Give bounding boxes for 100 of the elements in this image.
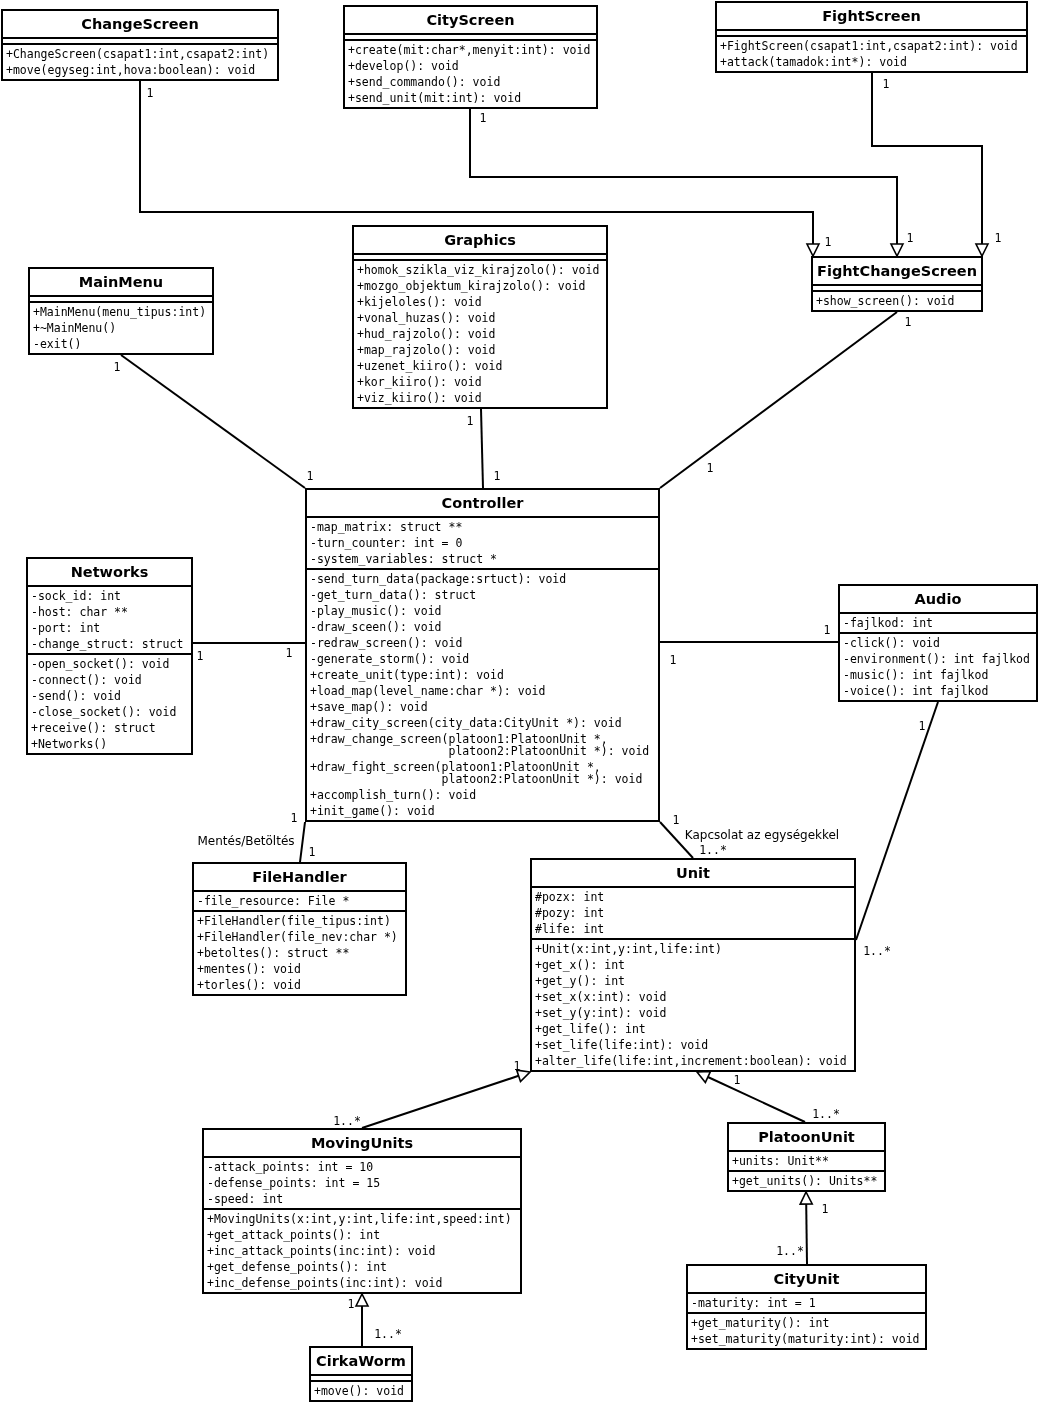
operation-text: +alter_life(life:int,increment:boolean): void [535, 1053, 847, 1069]
operation-text: +uzenet_kiiro(): void [357, 358, 503, 374]
operation-text: -connect(): void [31, 672, 142, 688]
operation-text: -send(): void [31, 688, 121, 704]
operations-compartment [345, 39, 596, 107]
association-line [192, 642, 306, 644]
association-line [659, 821, 694, 859]
multiplicity-label: 1..* [333, 1114, 361, 1128]
operations-compartment [840, 632, 1036, 700]
operation-text: +mozgo_objektum_kirajzolo(): void [357, 278, 586, 294]
inheritance-arrow [469, 108, 904, 257]
attribute-text: -maturity: int = 1 [691, 1295, 816, 1311]
attributes-compartment [194, 890, 405, 910]
association-line [480, 408, 484, 489]
multiplicity-label: 1 [882, 77, 890, 91]
operations-compartment [307, 568, 658, 820]
operation-text: +get_x(): int [535, 957, 625, 973]
edge-label: Kapcsolat az egységekkel [684, 828, 840, 842]
operations-compartment [3, 43, 277, 79]
class-name: CirkaWorm [315, 1352, 407, 1371]
class-box [715, 1, 1028, 73]
attribute-text: -fajlkod: int [843, 615, 933, 631]
association-line [299, 821, 306, 863]
attribute-text: -map_matrix: struct ** [310, 519, 463, 535]
class-name: CityScreen [425, 11, 516, 30]
operation-text: -exit() [33, 336, 82, 352]
multiplicity-label: 1 [672, 813, 680, 827]
operation-text: +save_map(): void [310, 699, 428, 715]
operation-text: +FileHandler(file_nev:char *) [197, 929, 398, 945]
multiplicity-label: 1..* [863, 944, 891, 958]
class-box [26, 557, 193, 755]
operation-text: +homok_szikla_viz_kirajzolo(): void [357, 262, 600, 278]
attributes-compartment [204, 1156, 520, 1208]
class-name: Controller [440, 494, 525, 513]
multiplicity-label: 1 [906, 231, 914, 245]
operation-text: +MainMenu(menu_tipus:int) [33, 304, 207, 320]
operation-text: +inc_attack_points(inc:int): void [207, 1243, 436, 1259]
operation-text: +show_screen(): void [816, 293, 955, 309]
operation-text: +move(egyseg:int,hova:boolean): void [6, 62, 256, 78]
multiplicity-label: 1 [308, 845, 316, 859]
operation-text: +accomplish_turn(): void [310, 787, 477, 803]
attribute-text: -port: int [31, 620, 101, 636]
operation-text: +hud_rajzolo(): void [357, 326, 496, 342]
operation-text: +attack(tamadok:int*): void [720, 54, 907, 70]
operation-text: -open_socket(): void [31, 656, 170, 672]
attribute-text: -host: char ** [31, 604, 128, 620]
operations-compartment [532, 938, 854, 1070]
operation-text: +Networks() [31, 736, 108, 752]
operation-text: +receive(): struct [31, 720, 156, 736]
multiplicity-label: 1 [285, 646, 293, 660]
operation-text: -music(): int fajlkod [843, 667, 989, 683]
operation-text: +load_map(level_name:char *): void [310, 683, 546, 699]
inheritance-arrow [871, 72, 989, 257]
operation-text: +FightScreen(csapat1:int,csapat2:int): void [720, 38, 1018, 54]
class-box [305, 488, 660, 822]
operations-compartment [688, 1312, 925, 1348]
operations-compartment [354, 259, 606, 407]
class-box [811, 256, 983, 312]
operation-text: +set_x(x:int): void [535, 989, 667, 1005]
attribute-text: -change_struct: struct [31, 636, 184, 652]
multiplicity-label: 1 [196, 649, 204, 663]
operation-text: +betoltes(): struct ** [197, 945, 350, 961]
inheritance-arrow [139, 80, 820, 257]
operation-text: -generate_storm(): void [310, 651, 470, 667]
class-name: PlatoonUnit [757, 1128, 856, 1147]
operation-text: +Unit(x:int,y:int,life:int) [535, 941, 722, 957]
class-box [352, 225, 608, 409]
multiplicity-label: 1 [824, 235, 832, 249]
multiplicity-label: 1 [493, 469, 501, 483]
multiplicity-label: 1 [466, 414, 474, 428]
multiplicity-label: 1 [904, 315, 912, 329]
operation-text: +~MainMenu() [33, 320, 117, 336]
attributes-compartment [688, 1292, 925, 1312]
operation-text: +kor_kiiro(): void [357, 374, 482, 390]
multiplicity-label: 1 [290, 811, 298, 825]
attribute-text: #pozx: int [535, 889, 605, 905]
operation-text: +get_units(): Units** [732, 1173, 878, 1189]
multiplicity-label: 1 [994, 231, 1002, 245]
operation-text: -get_turn_data(): struct [310, 587, 477, 603]
operation-text: +viz_kiiro(): void [357, 390, 482, 406]
attribute-text: +units: Unit** [732, 1153, 829, 1169]
operation-text: +develop(): void [348, 58, 459, 74]
inheritance-arrow [696, 1070, 806, 1123]
attribute-text: -speed: int [207, 1191, 284, 1207]
inheritance-arrow [361, 1069, 531, 1129]
inheritance-arrow [355, 1293, 369, 1347]
association-line [659, 641, 839, 643]
class-box [838, 584, 1038, 702]
operation-text: +kijeloles(): void [357, 294, 482, 310]
multiplicity-label: 1 [306, 469, 314, 483]
operation-text: +get_y(): int [535, 973, 625, 989]
class-box [1, 9, 279, 81]
operation-text: -voice(): int fajlkod [843, 683, 989, 699]
multiplicity-label: 1..* [374, 1327, 402, 1341]
operation-text: -draw_sceen(): void [310, 619, 442, 635]
operation-text: -close_socket(): void [31, 704, 177, 720]
multiplicity-label: 1 [706, 461, 714, 475]
operation-text: -click(): void [843, 635, 940, 651]
class-name: MovingUnits [309, 1134, 415, 1153]
class-name: Graphics [443, 231, 517, 250]
